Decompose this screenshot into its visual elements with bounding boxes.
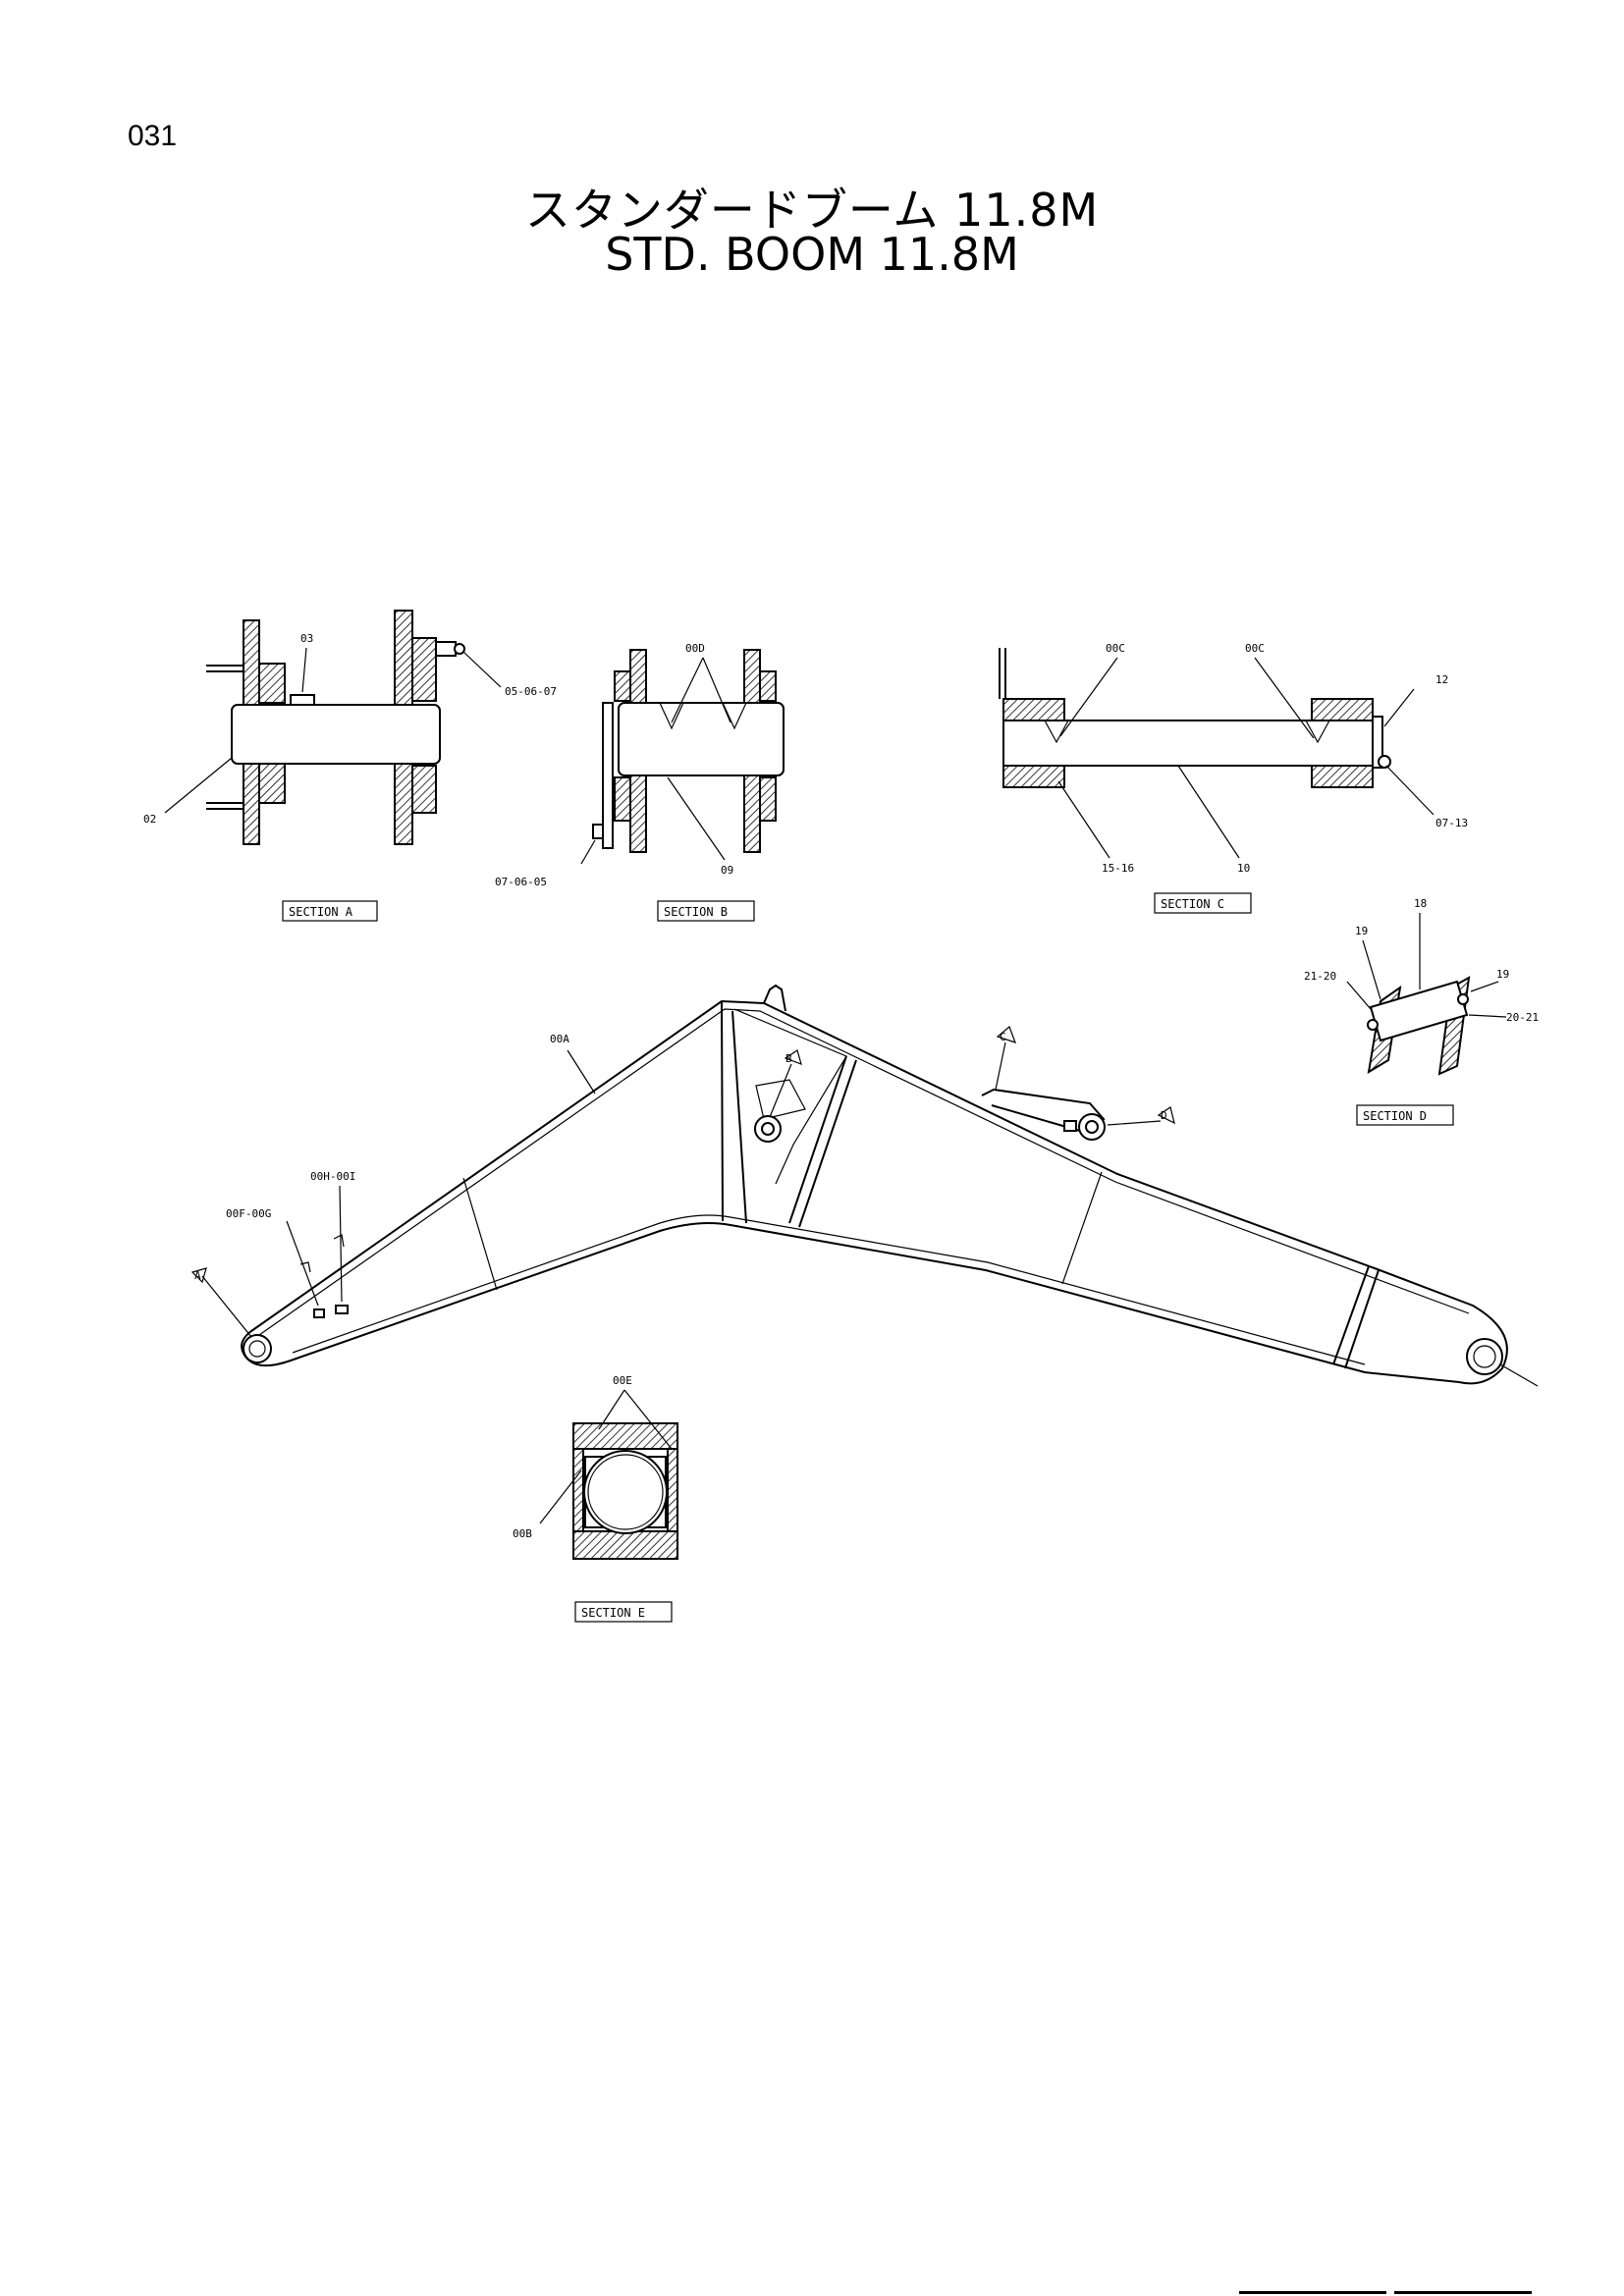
section-e-pipe xyxy=(583,1450,668,1534)
section-e-flange-top xyxy=(572,1422,678,1450)
callout-00c-right: 00C xyxy=(1245,642,1265,655)
callout-19-left: 19 xyxy=(1355,925,1368,937)
boom-foot-pin xyxy=(243,1334,272,1363)
section-a-pin xyxy=(231,704,441,765)
section-b-label-box xyxy=(657,900,755,922)
section-e: 00E 00B SECTION E xyxy=(513,1374,678,1623)
section-tag-b: B xyxy=(769,1049,802,1118)
section-a-boss-left-bottom xyxy=(258,763,286,804)
callout-09: 09 xyxy=(721,864,733,877)
section-c-boss-left-bottom xyxy=(1002,765,1065,788)
svg-text:A: A xyxy=(194,1269,201,1282)
svg-text:C: C xyxy=(1000,1031,1006,1043)
callout-00d: 00D xyxy=(685,642,705,655)
title-japanese: スタンダードブーム 11.8M xyxy=(524,184,1100,237)
section-d-pin xyxy=(1369,980,1469,1042)
section-b-boss-left-top xyxy=(614,670,631,702)
section-a-boss-right-top xyxy=(411,637,437,702)
section-a-bolt xyxy=(435,641,457,657)
callout-12: 12 xyxy=(1435,673,1448,686)
section-c-pin xyxy=(1002,720,1381,767)
section-a: 03 05-06-07 02 SECTION A xyxy=(143,610,557,922)
callout-00f-00g: 00F-00G xyxy=(226,1207,271,1220)
callout-05-06-07: 05-06-07 xyxy=(505,685,557,698)
boom-assembly: A B C D 00A 00H-00I 00F-00G xyxy=(190,984,1539,1387)
callout-07-13: 07-13 xyxy=(1435,817,1468,829)
section-b-retainer xyxy=(602,702,614,849)
svg-text:B: B xyxy=(785,1052,792,1065)
callout-21-20: 21-20 xyxy=(1304,970,1336,983)
section-b-bolt xyxy=(592,824,604,839)
svg-text:D: D xyxy=(1161,1109,1167,1122)
section-tag-c: C xyxy=(995,1025,1017,1091)
section-b-boss-left-bottom xyxy=(614,776,631,822)
section-d-label: SECTION D xyxy=(1363,1109,1427,1123)
callout-20-21: 20-21 xyxy=(1506,1011,1539,1024)
section-b-pin xyxy=(618,702,785,776)
boom-tip-pin xyxy=(1466,1338,1503,1375)
callout-00e: 00E xyxy=(613,1374,632,1387)
callout-18: 18 xyxy=(1414,897,1427,910)
section-c-label: SECTION C xyxy=(1161,897,1224,911)
section-a-bushing xyxy=(290,694,315,706)
section-tag-a: A xyxy=(190,1267,252,1338)
section-c-label-box xyxy=(1154,892,1252,914)
section-d-label-box xyxy=(1356,1104,1454,1126)
section-c-bolt xyxy=(1378,755,1391,769)
section-e-label-box xyxy=(574,1601,673,1623)
callout-07-06-05: 07-06-05 xyxy=(495,876,547,888)
page-number: 031 xyxy=(128,120,178,152)
callout-03: 03 xyxy=(300,632,313,645)
callout-00a: 00A xyxy=(550,1033,569,1045)
callout-00c-left: 00C xyxy=(1106,642,1125,655)
section-c-plate xyxy=(1372,716,1383,769)
callout-19-right: 19 xyxy=(1496,968,1509,981)
section-c-boss-right-bottom xyxy=(1311,765,1374,788)
footer-rule-left xyxy=(1239,2291,1386,2294)
callout-00b: 00B xyxy=(513,1527,532,1540)
section-e-flange-bottom xyxy=(572,1530,678,1560)
section-c: 00C 00C 12 07-13 15-16 10 SECTION C xyxy=(999,642,1468,914)
section-a-label: SECTION A xyxy=(289,905,353,919)
callout-15-16: 15-16 xyxy=(1102,862,1134,875)
section-tag-d: D xyxy=(1107,1106,1175,1126)
boom-outline xyxy=(241,999,1508,1385)
section-b-label: SECTION B xyxy=(664,905,728,919)
title-english: STD. BOOM 11.8M xyxy=(605,228,1019,281)
section-e-label: SECTION E xyxy=(581,1606,645,1620)
section-b-boss-right-top xyxy=(759,670,777,702)
section-a-boss-left-top xyxy=(258,663,286,704)
section-d: 18 19 19 21-20 20-21 SECTION D xyxy=(1304,897,1539,1126)
section-a-boss-right-bottom xyxy=(411,765,437,814)
section-b-boss-right-bottom xyxy=(759,776,777,822)
callout-00h-00i: 00H-00I xyxy=(310,1170,355,1183)
section-b: 00D 07-06-05 09 SECTION B xyxy=(495,642,785,922)
callout-10: 10 xyxy=(1237,862,1250,875)
footer-rule-right xyxy=(1394,2291,1532,2294)
section-a-label-box xyxy=(282,900,378,922)
callout-02: 02 xyxy=(143,813,156,826)
